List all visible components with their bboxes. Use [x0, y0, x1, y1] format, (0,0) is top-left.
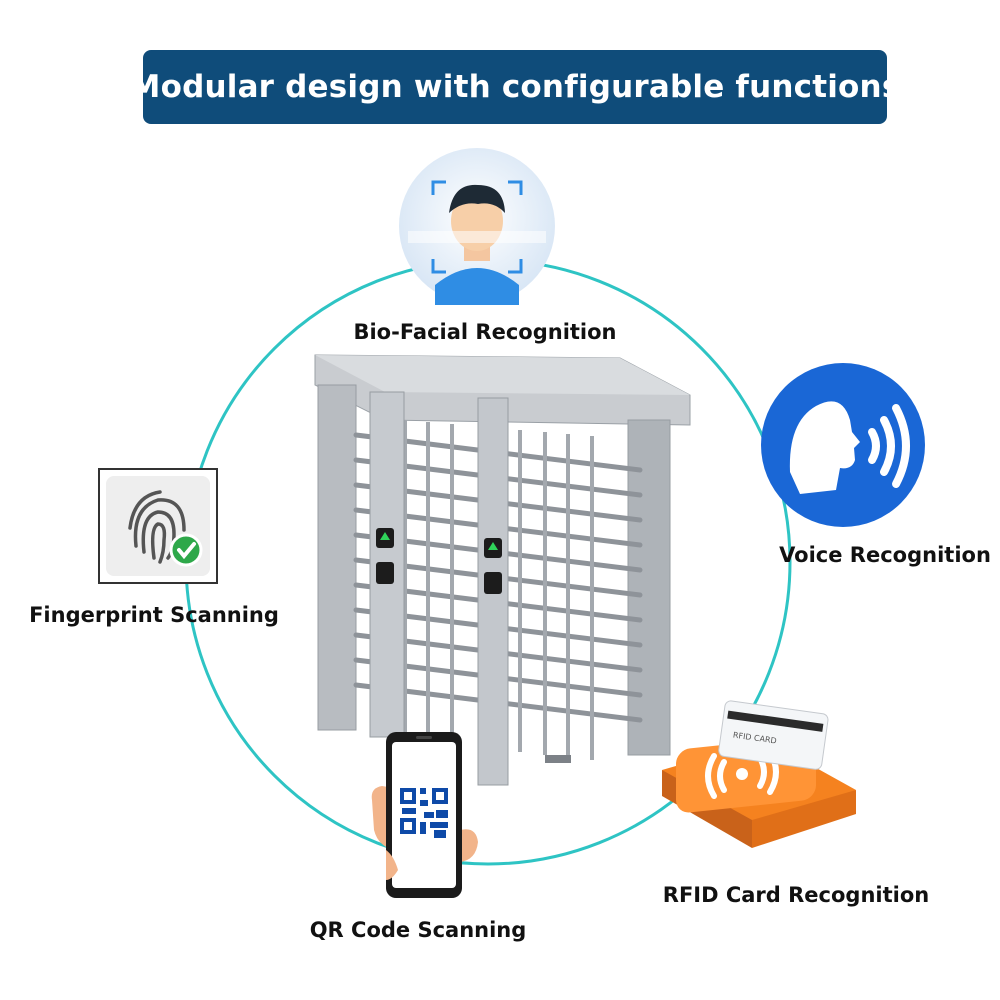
rfid-label: RFID Card Recognition	[662, 883, 930, 907]
fingerprint-icon	[98, 468, 218, 584]
voice-label: Voice Recognition	[779, 543, 991, 567]
facial-label: Bio-Facial Recognition	[353, 320, 617, 344]
qr-phone-icon	[371, 732, 478, 898]
qr-label: QR Code Scanning	[309, 918, 527, 942]
turnstile-gate-illustration	[314, 354, 691, 786]
fingerprint-label: Fingerprint Scanning	[29, 603, 279, 627]
rfid-reader-icon: RFID CARD	[662, 700, 856, 848]
page-title: Modular design with configurable functio…	[130, 50, 900, 124]
face-scan-icon	[399, 148, 555, 305]
voice-speaking-icon	[761, 363, 925, 527]
